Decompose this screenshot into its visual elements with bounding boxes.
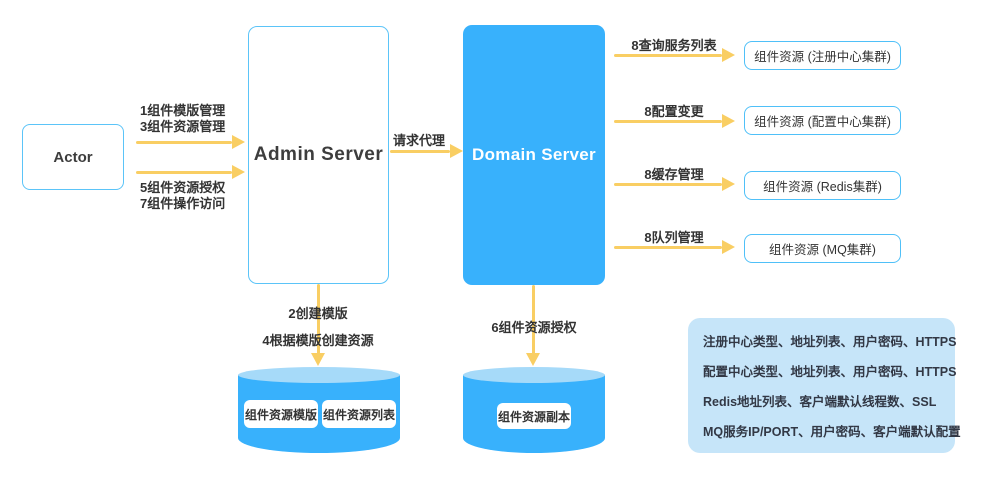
admin-server-label: Admin Server — [253, 144, 384, 165]
resource-node-registry: 组件资源 (注册中心集群) — [744, 41, 901, 70]
arrow-actor-admin-top — [136, 141, 232, 144]
store-flow-label-6: 6组件资源授权 — [491, 320, 577, 335]
flow-label-line: 5组件资源授权 — [140, 180, 226, 195]
store-item-label: 组件资源列表 — [322, 407, 395, 422]
arrowhead-icon — [722, 48, 735, 62]
resource-label: 组件资源 (MQ集群) — [769, 243, 876, 257]
store-item-label: 组件资源模版 — [244, 407, 317, 422]
resource-label: 组件资源 (配置中心集群) — [754, 115, 891, 129]
arrow-actor-admin-bottom — [136, 171, 232, 174]
arrowhead-icon — [311, 353, 325, 366]
flow-label-config-change: 8配置变更 — [644, 104, 704, 119]
arrow-domain-registry — [614, 54, 722, 57]
admin-server-node: Admin Server — [248, 26, 389, 284]
domain-store-cylinder: 组件资源副本 — [463, 367, 605, 453]
actor-node: Actor — [22, 124, 124, 190]
config-note-registry: 注册中心类型、地址列表、用户密码、HTTPS — [703, 335, 957, 349]
flow-label-query-service: 8查询服务列表 — [631, 38, 717, 53]
cylinder-top-ellipse — [238, 367, 400, 383]
arrow-domain-config — [614, 120, 722, 123]
arrowhead-icon — [450, 144, 463, 158]
admin-store-cylinder: 组件资源模版 组件资源列表 — [238, 367, 400, 453]
arrowhead-icon — [722, 177, 735, 191]
arrow-domain-mq — [614, 246, 722, 249]
flow-label-line: 7组件操作访问 — [140, 196, 226, 211]
flow-label-queue-mgmt: 8队列管理 — [644, 230, 704, 245]
arrowhead-icon — [526, 353, 540, 366]
store-item-template-list: 组件资源模版 — [244, 400, 318, 428]
store-flow-label-4: 4根据模版创建资源 — [262, 333, 374, 348]
domain-server-label: Domain Server — [472, 145, 596, 164]
config-notes-panel: 注册中心类型、地址列表、用户密码、HTTPS 配置中心类型、地址列表、用户密码、… — [688, 318, 961, 453]
arrowhead-icon — [232, 165, 245, 179]
resource-label: 组件资源 (注册中心集群) — [754, 50, 891, 64]
resource-node-mq: 组件资源 (MQ集群) — [744, 234, 901, 263]
flow-label-1-3: 1组件模版管理 3组件资源管理 — [140, 103, 225, 135]
proxy-label: 请求代理 — [393, 133, 446, 148]
config-note-config-center: 配置中心类型、地址列表、用户密码、HTTPS — [703, 365, 957, 379]
arrow-admin-domain — [390, 150, 450, 153]
flow-label-cache-mgmt: 8缓存管理 — [644, 167, 704, 182]
flow-label-line: 1组件模版管理 — [140, 103, 226, 118]
arrow-admin-store — [317, 284, 320, 354]
domain-server-node: Domain Server — [463, 25, 605, 285]
resource-node-config: 组件资源 (配置中心集群) — [744, 106, 901, 135]
store-flow-label-2: 2创建模版 — [288, 306, 348, 321]
cylinder-top-ellipse — [463, 367, 605, 383]
config-note-redis: Redis地址列表、客户端默认线程数、SSL — [703, 395, 937, 409]
store-item-resource-list: 组件资源列表 — [322, 400, 396, 428]
store-item-label: 组件资源副本 — [497, 409, 570, 424]
resource-node-redis: 组件资源 (Redis集群) — [744, 171, 901, 200]
flow-label-line: 3组件资源管理 — [140, 119, 226, 134]
config-note-mq: MQ服务IP/PORT、用户密码、客户端默认配置 — [703, 425, 961, 439]
actor-label: Actor — [53, 148, 93, 166]
arrowhead-icon — [722, 114, 735, 128]
flow-label-5-7: 5组件资源授权 7组件操作访问 — [140, 180, 225, 212]
arrow-domain-redis — [614, 183, 722, 186]
arrow-domain-store — [532, 285, 535, 354]
arrowhead-icon — [232, 135, 245, 149]
resource-label: 组件资源 (Redis集群) — [763, 180, 882, 194]
store-item-resource-replica: 组件资源副本 — [497, 403, 571, 429]
arrowhead-icon — [722, 240, 735, 254]
